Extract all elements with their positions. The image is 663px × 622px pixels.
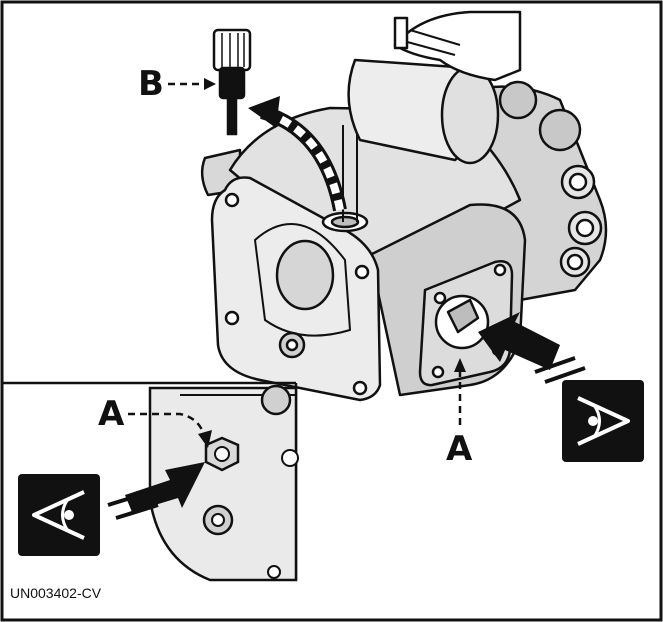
figure-code: UN003402-CV [10,585,102,601]
removal-arrow [248,96,347,212]
inset-panel [2,381,299,582]
label-b: B [138,64,164,104]
eye-look-right-icon [562,380,644,462]
label-a-main: A [446,429,473,469]
breather-cap [212,28,252,136]
oil-container [342,10,522,222]
inset-arrow [107,462,205,520]
pump-body [200,80,608,402]
eye-look-left-icon [18,474,100,556]
label-a-inset: A [98,394,125,434]
sight-glass-arrow [478,312,586,384]
